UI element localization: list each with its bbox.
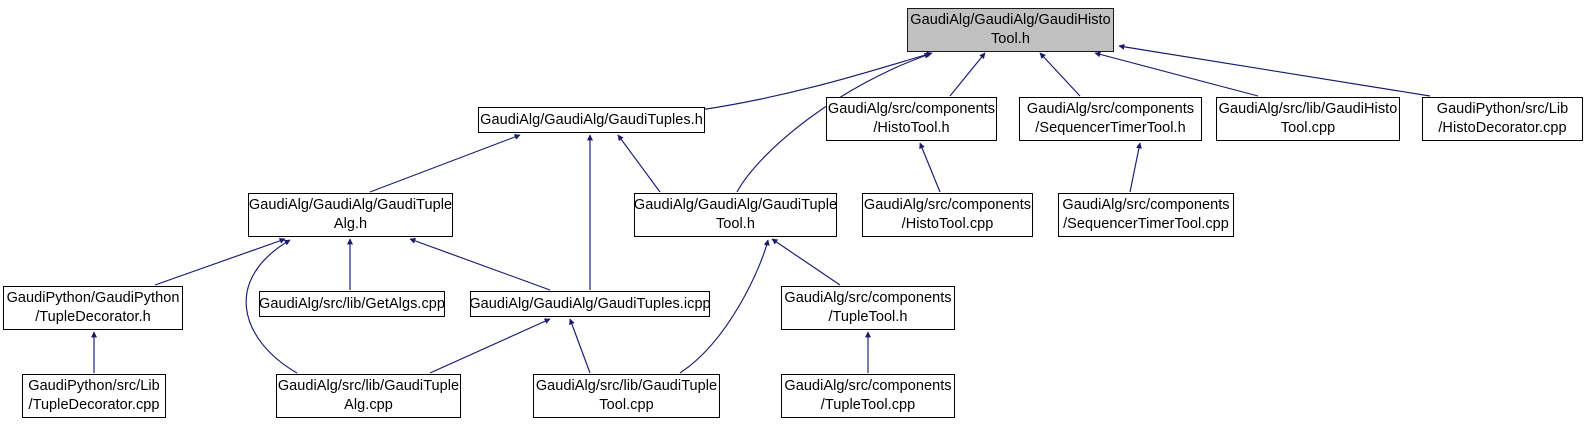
graph-node-n16[interactable]: GaudiAlg/src/lib/GaudiTuple Tool.cpp (533, 374, 720, 418)
graph-edge-n3-to-n0 (1039, 52, 1081, 97)
graph-node-n14[interactable]: GaudiPython/src/Lib /TupleDecorator.cpp (22, 374, 166, 418)
graph-edge-n5-to-n0 (1118, 43, 1431, 97)
graph-node-n6[interactable]: GaudiAlg/GaudiAlg/GaudiTuple Alg.h (248, 193, 453, 237)
graph-node-label: GaudiAlg/GaudiAlg/GaudiTuple Tool.h (633, 197, 838, 232)
graph-node-n10[interactable]: GaudiPython/GaudiPython /TupleDecorator.… (3, 286, 183, 330)
graph-node-n5[interactable]: GaudiPython/src/Lib /HistoDecorator.cpp (1422, 97, 1583, 141)
graph-node-label: GaudiPython/src/Lib /HistoDecorator.cpp (1436, 101, 1569, 136)
graph-node-n13[interactable]: GaudiAlg/src/components /TupleTool.h (781, 286, 955, 330)
graph-node-n2[interactable]: GaudiAlg/src/components /HistoTool.h (826, 97, 997, 141)
graph-edge-n2-to-n0 (949, 52, 986, 97)
graph-node-label: GaudiAlg/src/components /HistoTool.h (827, 101, 996, 136)
graph-edge-n9-to-n3 (1129, 142, 1142, 193)
graph-edge-n12-to-n6 (409, 238, 551, 291)
graph-node-label: GaudiAlg/src/lib/GaudiTuple Alg.cpp (277, 378, 460, 413)
graph-edge-n10-to-n6 (154, 237, 286, 286)
graph-node-label: GaudiAlg/GaudiAlg/GaudiTuple Alg.h (248, 197, 453, 232)
graph-node-label: GaudiAlg/src/components /SequencerTimerT… (1026, 101, 1195, 136)
graph-edge-n8-to-n2 (919, 142, 941, 193)
graph-node-n1[interactable]: GaudiAlg/GaudiAlg/GaudiTuples.h (478, 107, 705, 133)
graph-node-n15[interactable]: GaudiAlg/src/lib/GaudiTuple Alg.cpp (276, 374, 461, 418)
graph-node-label: GaudiAlg/GaudiAlg/GaudiHisto Tool.h (910, 12, 1111, 47)
graph-node-label: GaudiAlg/src/components /TupleTool.cpp (784, 378, 952, 413)
graph-node-n7[interactable]: GaudiAlg/GaudiAlg/GaudiTuple Tool.h (634, 193, 837, 237)
graph-edge-n6-to-n1 (369, 134, 521, 193)
graph-node-n17[interactable]: GaudiAlg/src/components /TupleTool.cpp (781, 374, 955, 418)
graph-node-label: GaudiAlg/src/components /TupleTool.h (784, 290, 952, 325)
graph-node-n0[interactable]: GaudiAlg/GaudiAlg/GaudiHisto Tool.h (907, 8, 1114, 52)
graph-node-label: GaudiAlg/src/components /HistoTool.cpp (863, 197, 1032, 232)
graph-node-label: GaudiAlg/src/lib/GaudiHisto Tool.cpp (1218, 101, 1398, 136)
graph-node-label: GaudiPython/src/Lib /TupleDecorator.cpp (28, 378, 160, 413)
graph-node-n3[interactable]: GaudiAlg/src/components /SequencerTimerT… (1019, 97, 1202, 141)
graph-node-label: GaudiAlg/GaudiAlg/GaudiTuples.h (480, 111, 703, 128)
graph-node-label: GaudiPython/GaudiPython /TupleDecorator.… (6, 290, 180, 325)
graph-edge-n15-to-n12 (429, 318, 551, 374)
graph-edge-n13-to-n7 (771, 238, 841, 286)
graph-edge-n4-to-n0 (1094, 51, 1259, 97)
graph-edge-n16-to-n12 (569, 318, 591, 374)
graph-node-label: GaudiAlg/GaudiAlg/GaudiTuples.icpp (469, 295, 711, 312)
graph-node-label: GaudiAlg/src/components /SequencerTimerT… (1062, 197, 1230, 232)
graph-node-n4[interactable]: GaudiAlg/src/lib/GaudiHisto Tool.cpp (1216, 97, 1400, 141)
graph-node-n11[interactable]: GaudiAlg/src/lib/GetAlgs.cpp (259, 291, 445, 317)
graph-node-n8[interactable]: GaudiAlg/src/components /HistoTool.cpp (862, 193, 1033, 237)
graph-node-label: GaudiAlg/src/lib/GaudiTuple Tool.cpp (535, 378, 718, 413)
graph-node-n9[interactable]: GaudiAlg/src/components /SequencerTimerT… (1058, 193, 1234, 237)
graph-node-label: GaudiAlg/src/lib/GetAlgs.cpp (259, 295, 445, 312)
graph-edge-n7-to-n1 (617, 134, 661, 193)
graph-node-n12[interactable]: GaudiAlg/GaudiAlg/GaudiTuples.icpp (469, 291, 711, 317)
